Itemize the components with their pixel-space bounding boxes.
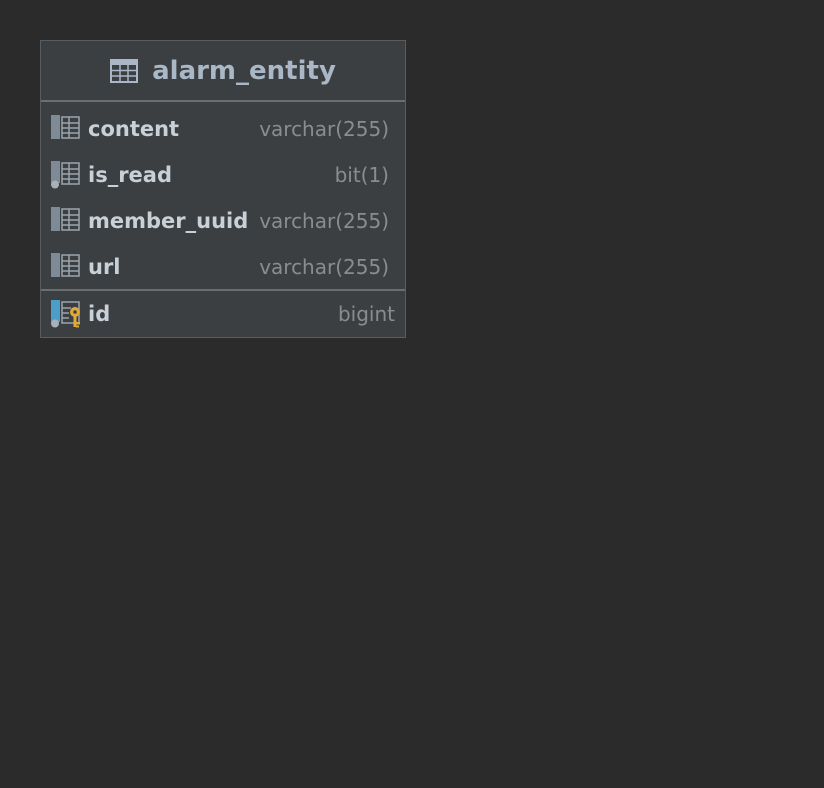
- column-row[interactable]: content varchar(255): [41, 106, 405, 152]
- primary-key-icon: [51, 300, 80, 328]
- column-notnull-icon: [51, 161, 80, 189]
- column-list: content varchar(255) is_read bit(1): [41, 102, 405, 337]
- column-name: url: [88, 255, 121, 279]
- key-separator: [41, 289, 405, 291]
- column-icon: [51, 207, 80, 231]
- column-type: bigint: [337, 302, 395, 326]
- column-name: member_uuid: [88, 209, 249, 233]
- column-icon: [51, 253, 80, 277]
- column-icon: [51, 115, 80, 139]
- column-row[interactable]: member_uuid varchar(255): [41, 198, 405, 244]
- column-type: varchar(255): [259, 209, 389, 233]
- column-type: varchar(255): [259, 117, 389, 141]
- column-name: is_read: [88, 163, 172, 187]
- primary-key-row[interactable]: id bigint: [41, 291, 405, 337]
- column-name: id: [88, 302, 111, 326]
- table-name: alarm_entity: [152, 55, 336, 86]
- column-name: content: [88, 117, 180, 141]
- column-type: varchar(255): [259, 255, 389, 279]
- column-type: bit(1): [334, 163, 389, 187]
- entity-table[interactable]: alarm_entity content varchar(255): [40, 40, 406, 338]
- table-icon: [110, 58, 139, 83]
- column-row[interactable]: is_read bit(1): [41, 152, 405, 198]
- table-header[interactable]: alarm_entity: [41, 41, 405, 102]
- column-row[interactable]: url varchar(255): [41, 244, 405, 290]
